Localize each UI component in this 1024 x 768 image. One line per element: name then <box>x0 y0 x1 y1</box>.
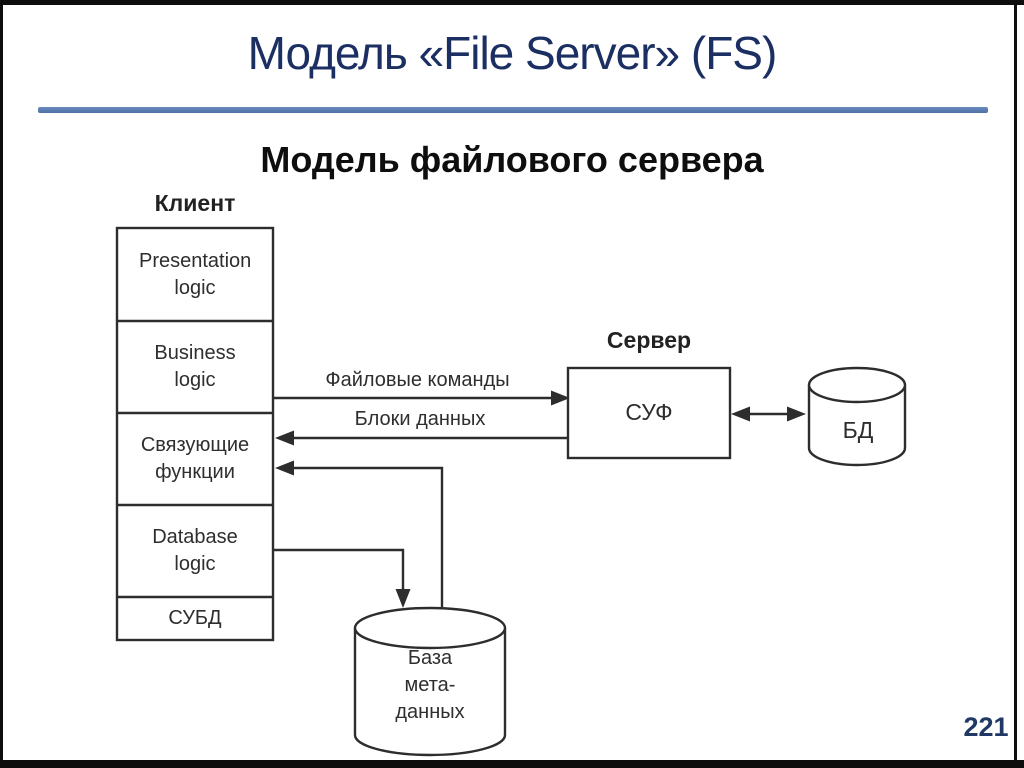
slide-subtitle: Модель файлового сервера <box>260 139 764 180</box>
arrowhead-left-icon <box>731 406 750 422</box>
metadata-cylinder-top <box>353 606 507 650</box>
db-cylinder <box>807 385 907 467</box>
client-layer-database-logic: Database logic <box>117 505 273 597</box>
client-layer-business-logic: Business logic <box>117 321 273 413</box>
client-layer-binding-functions: Связующие функции <box>117 413 273 505</box>
arrowhead-right-icon <box>787 406 806 422</box>
slide-border-right <box>1014 0 1017 768</box>
metadata-cylinder-label: База мета- данных <box>395 647 465 723</box>
slide-title: Модель «File Server» (FS) <box>247 27 778 79</box>
server-box <box>566 366 732 460</box>
arrowhead-right-icon <box>551 390 570 406</box>
arrowhead-left-icon <box>275 460 294 476</box>
db-cylinder-top <box>807 366 907 404</box>
arrow-label-file-commands: Файловые команды <box>325 369 510 391</box>
arrowhead-down-icon <box>395 589 411 608</box>
slide-border-bottom <box>0 760 1024 768</box>
arrow-metadata-to-binding-line <box>292 466 444 612</box>
arrow-dblogic-to-metadata-line <box>274 548 405 590</box>
client-stack-box <box>115 226 275 642</box>
client-layer-presentation-logic: Presentation logic <box>117 228 273 321</box>
layer-label: Database logic <box>152 526 238 575</box>
arrow-label-data-blocks: Блоки данных <box>354 408 486 430</box>
metadata-cylinder <box>353 628 507 757</box>
page-number: 221 <box>963 712 1009 742</box>
client-layer-dbms: СУБД <box>117 597 273 640</box>
slide-border-left <box>0 0 3 768</box>
slide-border-top <box>0 0 1024 5</box>
client-title: Клиент <box>154 190 236 216</box>
layer-label: СУБД <box>168 607 222 629</box>
layer-label: Business logic <box>154 342 236 391</box>
arrowhead-left-icon <box>275 430 294 446</box>
db-cylinder-label: БД <box>842 417 874 443</box>
title-divider-rule <box>38 107 988 113</box>
layer-label: Связующие функции <box>140 434 250 483</box>
server-title: Сервер <box>606 327 692 353</box>
layer-label: Presentation logic <box>139 249 252 299</box>
server-suf-label: СУФ <box>625 399 673 425</box>
